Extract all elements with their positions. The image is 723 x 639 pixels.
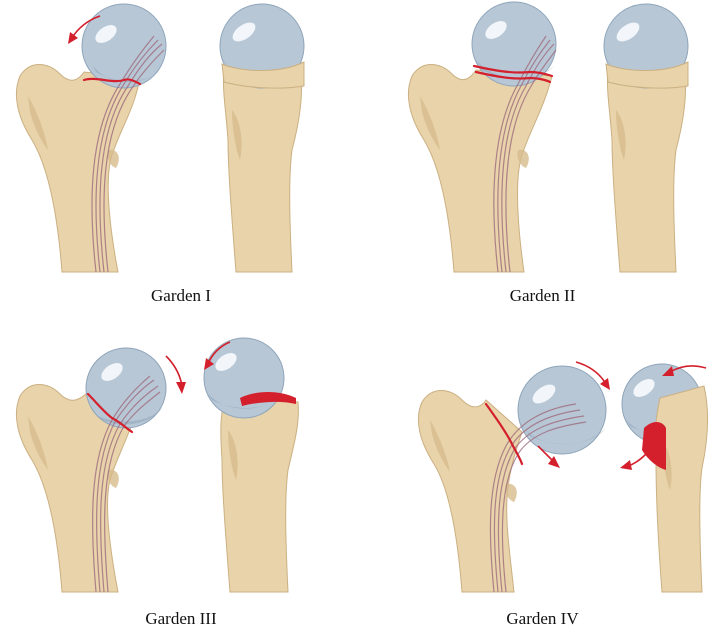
femoral-head-ball xyxy=(82,4,166,88)
rotation-arrow-head xyxy=(600,378,610,390)
panel-garden-4: Garden IV xyxy=(362,320,723,639)
panel-garden-2: Garden II xyxy=(362,0,723,320)
garden-3-illustration xyxy=(0,320,362,600)
femur-lateral-view xyxy=(220,4,304,272)
caption-garden-1: Garden I xyxy=(0,286,362,306)
fracture-gap xyxy=(642,422,666,470)
displacement-arrow-lateral-head xyxy=(620,460,632,470)
panel-garden-3: Garden III xyxy=(0,320,362,639)
caption-garden-4: Garden IV xyxy=(362,609,723,629)
garden-1-illustration xyxy=(0,0,362,280)
rotation-arrow xyxy=(166,356,182,386)
caption-garden-3: Garden III xyxy=(0,609,362,629)
garden-2-illustration xyxy=(362,0,723,280)
femur-lateral-view xyxy=(204,338,298,592)
panel-garden-1: Garden I xyxy=(0,0,362,320)
garden-4-illustration xyxy=(362,320,723,600)
rotation-arrow-head xyxy=(68,32,78,44)
femur-lateral-view xyxy=(604,4,688,272)
femur-lateral-view xyxy=(622,364,708,592)
femoral-head xyxy=(82,4,166,88)
femur-frontal-view xyxy=(408,65,552,273)
rotation-arrow-head xyxy=(176,382,186,394)
femur-frontal-view xyxy=(418,391,522,593)
caption-garden-2: Garden II xyxy=(362,286,723,306)
